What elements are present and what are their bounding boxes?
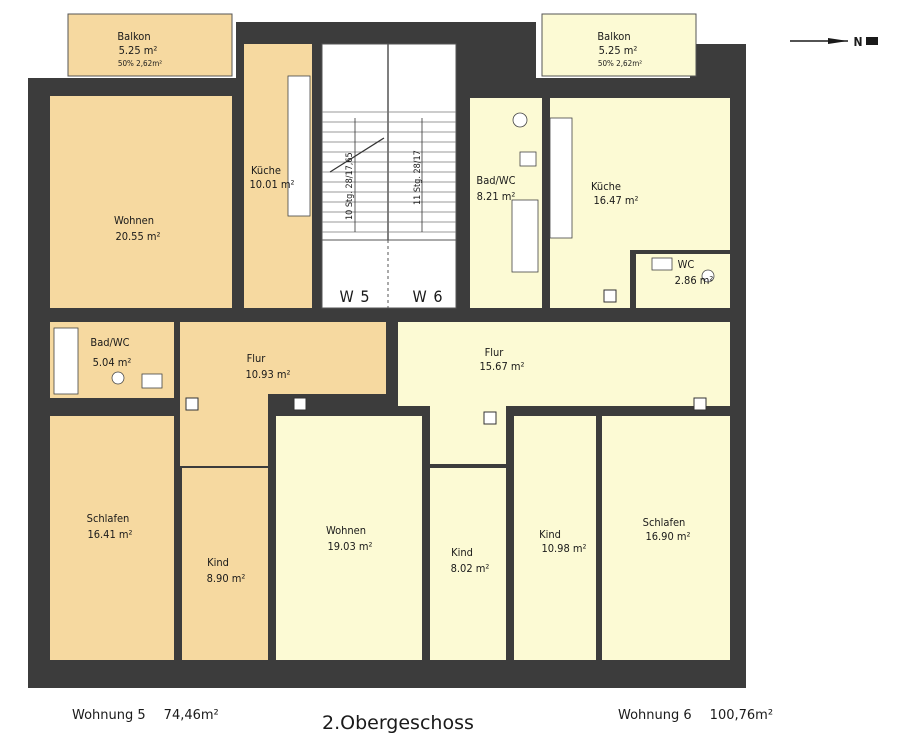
unit-5-summary: Wohnung 5 74,46m² bbox=[72, 708, 219, 723]
kitchen-counter-right-icon bbox=[549, 117, 573, 239]
schlafen-left-area: 16.41 m² bbox=[87, 528, 132, 541]
balkon-left-area: 5.25 m² bbox=[119, 44, 158, 57]
flur-left-name: Flur bbox=[247, 352, 267, 365]
kind-left-name: Kind bbox=[207, 556, 229, 569]
bathtub-left-icon bbox=[53, 327, 79, 395]
wc-right-name: WC bbox=[678, 258, 695, 271]
kind-right-2-name: Kind bbox=[539, 528, 561, 541]
bad-left-area: 5.04 m² bbox=[93, 356, 132, 369]
room-kueche-right-low bbox=[550, 250, 630, 308]
balkon-right-note: 50% 2,62m² bbox=[598, 59, 642, 68]
wohnen-right-area: 19.03 m² bbox=[327, 540, 372, 553]
room-balkon-right bbox=[541, 13, 697, 77]
north-label: N bbox=[853, 35, 862, 49]
schlafen-left-name: Schlafen bbox=[87, 512, 130, 525]
room-kind-right-1 bbox=[430, 468, 506, 660]
balkon-left-note: 50% 2,62m² bbox=[118, 59, 162, 68]
unit-5-name: Wohnung 5 bbox=[72, 708, 146, 723]
kind-right-2-area: 10.98 m² bbox=[541, 542, 586, 555]
unit-5 bbox=[50, 13, 386, 660]
sink-right-icon bbox=[519, 151, 537, 167]
unit-5-total: 74,46m² bbox=[163, 708, 219, 723]
balkon-left-name: Balkon bbox=[117, 30, 150, 43]
stair-unit-5-label: W 5 bbox=[340, 287, 371, 306]
sink-wc-icon bbox=[651, 257, 673, 271]
fixtures bbox=[53, 75, 715, 395]
unit-6-total: 100,76m² bbox=[709, 708, 774, 723]
kind-left-area: 8.90 m² bbox=[207, 572, 246, 585]
sink-left-icon bbox=[141, 373, 163, 389]
room-wohnen-left bbox=[50, 96, 232, 308]
wohnen-left-name: Wohnen bbox=[114, 214, 154, 227]
unit-6-summary: Wohnung 6 100,76m² bbox=[618, 708, 773, 723]
room-balkon-left bbox=[67, 13, 233, 77]
room-labels: Balkon 5.25 m² 50% 2,62m² Balkon 5.25 m²… bbox=[87, 30, 714, 585]
flur-left-area: 10.93 m² bbox=[245, 368, 290, 381]
kueche-right-area: 16.47 m² bbox=[593, 194, 638, 207]
schlafen-right-area: 16.90 m² bbox=[645, 530, 690, 543]
kitchen-counter-left-icon bbox=[287, 75, 311, 217]
unit-6-name: Wohnung 6 bbox=[618, 708, 692, 723]
flur-right-name: Flur bbox=[485, 346, 505, 359]
kind-right-1-area: 8.02 m² bbox=[451, 562, 490, 575]
floor-title: 2.Obergeschoss bbox=[322, 712, 474, 734]
toilet-left-icon bbox=[111, 371, 125, 385]
room-schlafen-left bbox=[50, 416, 174, 660]
room-kind-left bbox=[182, 468, 268, 660]
bad-right-area: 8.21 m² bbox=[477, 190, 516, 203]
stair-left-label: 10 Stg. 28/17,65 bbox=[345, 152, 355, 220]
bathtub-right-icon bbox=[511, 199, 539, 273]
wohnen-left-area: 20.55 m² bbox=[115, 230, 160, 243]
kind-right-1-name: Kind bbox=[451, 546, 473, 559]
schlafen-right-name: Schlafen bbox=[643, 516, 686, 529]
bad-left-name: Bad/WC bbox=[90, 336, 129, 349]
room-kind-right-2 bbox=[514, 416, 596, 660]
wohnen-right-name: Wohnen bbox=[326, 524, 366, 537]
toilet-wc-icon bbox=[701, 269, 715, 283]
room-flur-left bbox=[180, 322, 386, 394]
balkon-right-area: 5.25 m² bbox=[599, 44, 638, 57]
balkon-right-name: Balkon bbox=[597, 30, 630, 43]
toilet-right-icon bbox=[512, 112, 528, 128]
room-schlafen-right bbox=[602, 416, 730, 660]
kueche-left-area: 10.01 m² bbox=[249, 178, 294, 191]
wc-right-area: 2.86 m² bbox=[675, 274, 714, 287]
kueche-right-name: Küche bbox=[591, 180, 621, 193]
unit-6 bbox=[276, 13, 730, 660]
bad-right-name: Bad/WC bbox=[476, 174, 515, 187]
stair-right-label: 11 Stg. 28/17 bbox=[413, 150, 423, 205]
room-kueche-right bbox=[550, 98, 730, 250]
room-flur-right bbox=[398, 322, 730, 406]
stairwell: 10 Stg. 28/17,65 11 Stg. 28/17 W 5 W 6 bbox=[321, 43, 457, 309]
kueche-left-name: Küche bbox=[251, 164, 281, 177]
shafts bbox=[185, 289, 707, 425]
room-wohnen-right bbox=[276, 416, 422, 660]
flur-right-area: 15.67 m² bbox=[479, 360, 524, 373]
north-arrow-icon: N bbox=[790, 35, 878, 49]
stair-unit-6-label: W 6 bbox=[413, 287, 444, 306]
